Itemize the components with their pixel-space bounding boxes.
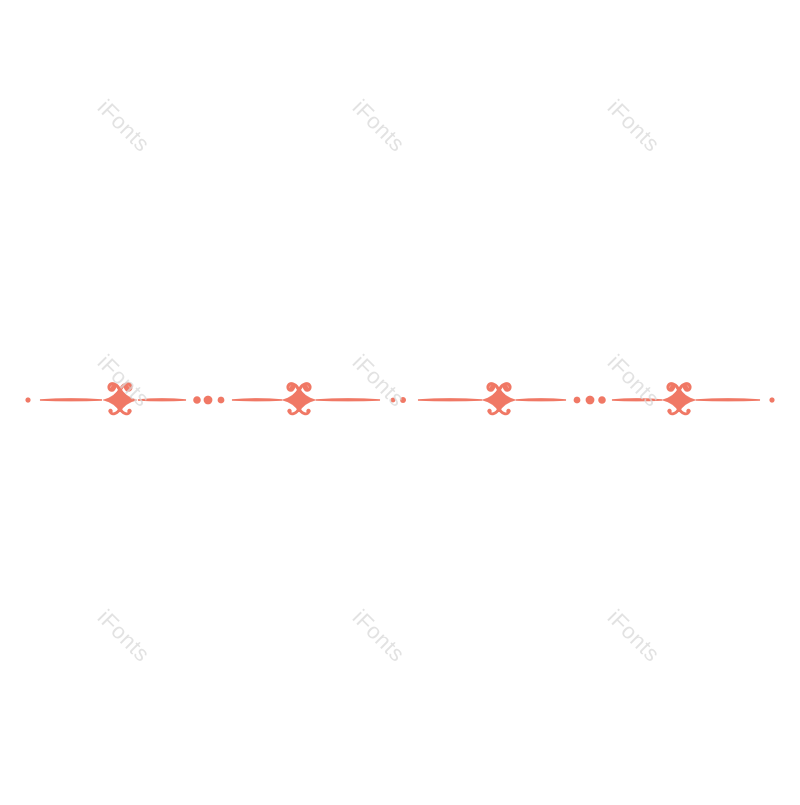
dot-icon: [585, 395, 595, 405]
divider-line: [39, 398, 103, 402]
scroll-fleuron-icon: [102, 382, 138, 416]
divider-line: [417, 398, 483, 402]
dot-icon: [390, 397, 396, 403]
dot-icon: [573, 396, 581, 404]
dot-icon: [25, 397, 31, 403]
divider-line: [231, 398, 283, 402]
scroll-fleuron-icon: [281, 382, 317, 416]
dot-icon: [598, 396, 606, 404]
dot-icon: [193, 396, 201, 404]
divider-line: [137, 398, 187, 402]
dot-icon: [769, 397, 775, 403]
scroll-fleuron-icon: [661, 382, 697, 416]
divider-line: [515, 398, 567, 402]
divider-line: [695, 398, 761, 402]
dot-icon: [400, 397, 406, 403]
dot-icon: [203, 395, 213, 405]
scroll-fleuron-icon: [481, 382, 517, 416]
divider-line: [611, 398, 663, 402]
divider-line: [315, 398, 381, 402]
dot-icon: [217, 396, 225, 404]
